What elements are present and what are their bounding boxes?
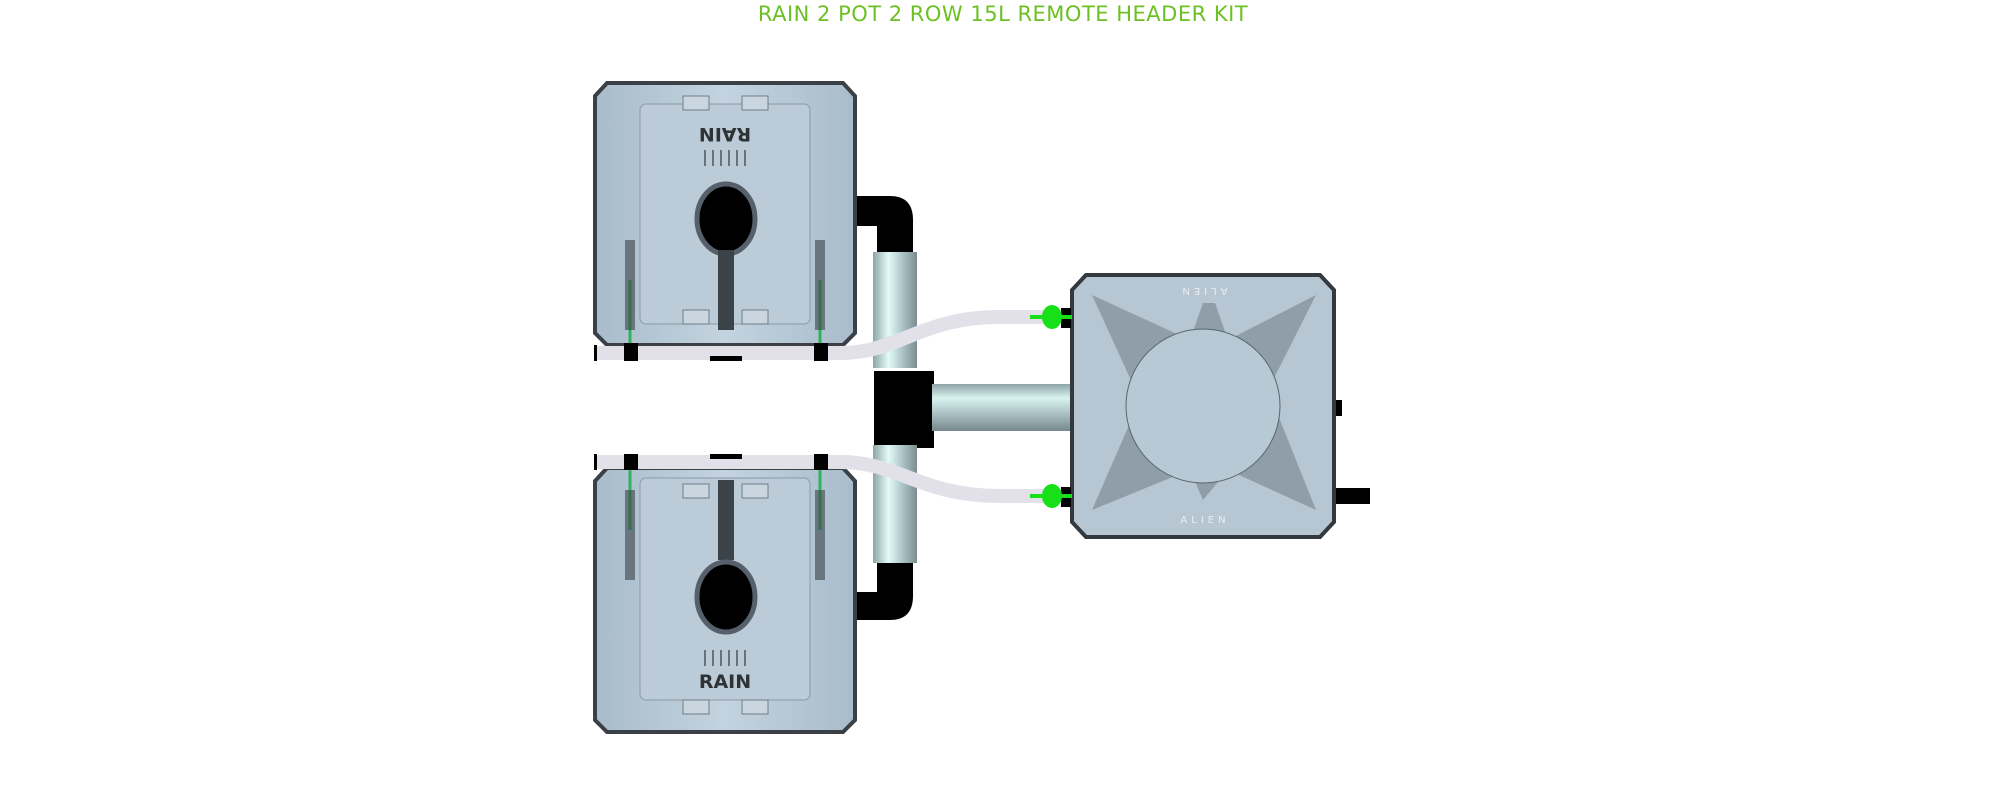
feed-tube-top xyxy=(595,310,1052,360)
bottom-elbow xyxy=(855,563,913,620)
connector-top xyxy=(1042,305,1062,329)
rain-pot-bottom: RAIN xyxy=(593,456,857,734)
rain-pot-top: RAIN xyxy=(593,81,857,358)
top-elbow xyxy=(855,196,913,256)
horizontal-pipe xyxy=(932,384,1074,431)
outlet-nub xyxy=(1334,488,1370,504)
drain-hole xyxy=(694,559,758,635)
feed-tubes xyxy=(594,310,1052,503)
connector-bottom xyxy=(1042,484,1062,508)
green-connectors xyxy=(1030,305,1072,508)
reservoir-lid xyxy=(1125,328,1281,484)
outlet-nub xyxy=(1334,400,1342,416)
black-fittings xyxy=(855,196,934,620)
reservoir-label-bottom: ALIEN xyxy=(1180,515,1229,526)
feed-tube-bottom xyxy=(595,455,1052,503)
tee-fitting xyxy=(874,371,934,448)
pot-brand-label: RAIN xyxy=(699,123,751,145)
kit-title: RAIN 2 POT 2 ROW 15L REMOTE HEADER KIT xyxy=(757,2,1249,26)
alien-reservoir: ALIEN ALIEN xyxy=(1070,273,1370,539)
reservoir-label-top: ALIEN xyxy=(1178,285,1227,296)
drain-hole xyxy=(694,181,758,257)
pot-brand-label: RAIN xyxy=(699,671,751,693)
